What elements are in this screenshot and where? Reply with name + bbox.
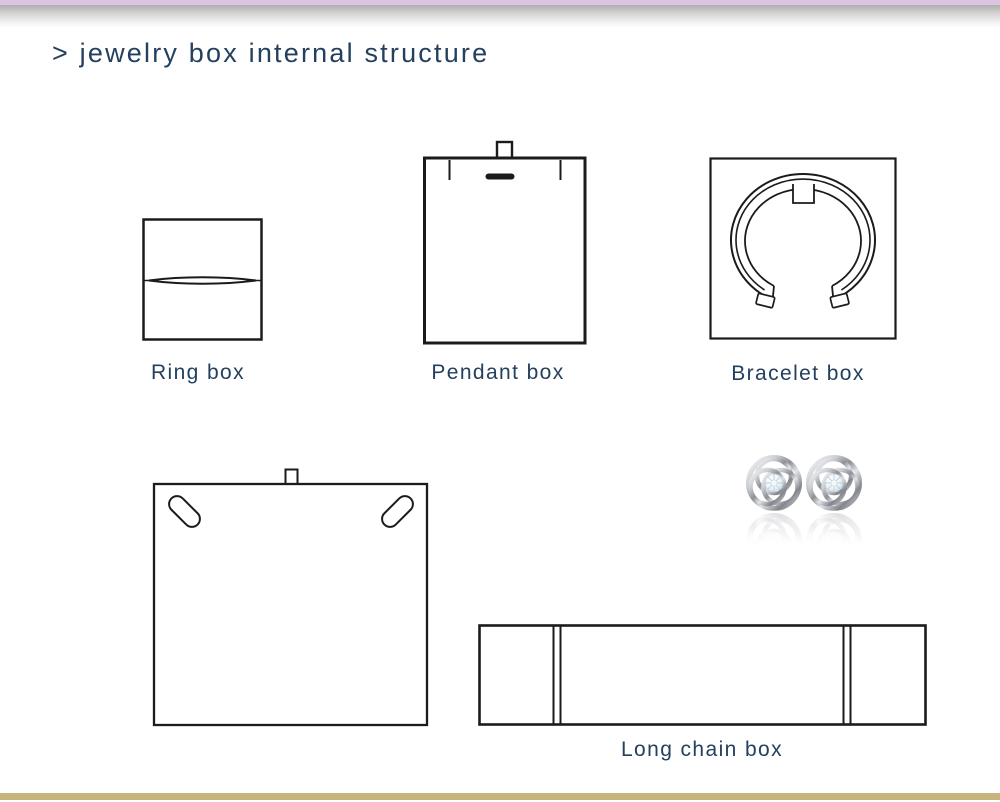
pendant-hanger-tab [495, 140, 514, 161]
necklace-board-diagram [152, 468, 429, 727]
bottom-accent-bar [0, 793, 1000, 800]
pendant-box-label: Pendant box [431, 361, 565, 384]
ring-slit [148, 276, 257, 285]
reflection-fade [734, 510, 874, 545]
bangle-notch-mask [793, 184, 814, 203]
bangle-end-cuts [771, 285, 835, 300]
bracelet-box-label: Bracelet box [731, 362, 865, 385]
bangle-left-foot [755, 292, 776, 309]
top-shadow-gradient [0, 5, 1000, 28]
necklace-hanger-tab [284, 468, 299, 486]
long-chain-box-diagram [478, 624, 927, 726]
necklace-board-outline [152, 482, 429, 727]
long-chain-box-label: Long chain box [620, 738, 784, 761]
pendant-box-diagram [423, 140, 587, 345]
page-title: > jewelry box internal structure [52, 38, 490, 68]
ring-box-outline [142, 218, 263, 341]
earrings-pair [749, 458, 860, 509]
top-accent-bar [0, 0, 1000, 5]
bangle-right-foot [829, 292, 850, 309]
bangle-outer-edge [730, 172, 876, 301]
necklace-left-slot [168, 495, 201, 528]
earrings-photo [734, 450, 874, 545]
ring-box-diagram [142, 218, 263, 341]
necklace-right-slot [381, 495, 414, 528]
ring-box-label: Ring box [150, 361, 246, 384]
long-chain-box-outline [478, 624, 927, 726]
bracelet-box-outline [709, 157, 897, 340]
bracelet-box-diagram [709, 157, 897, 340]
pendant-box-outline [423, 156, 587, 345]
bangle-accent-edge [735, 178, 871, 291]
bangle-notch [792, 184, 815, 204]
pendant-hook-slot [485, 173, 515, 180]
